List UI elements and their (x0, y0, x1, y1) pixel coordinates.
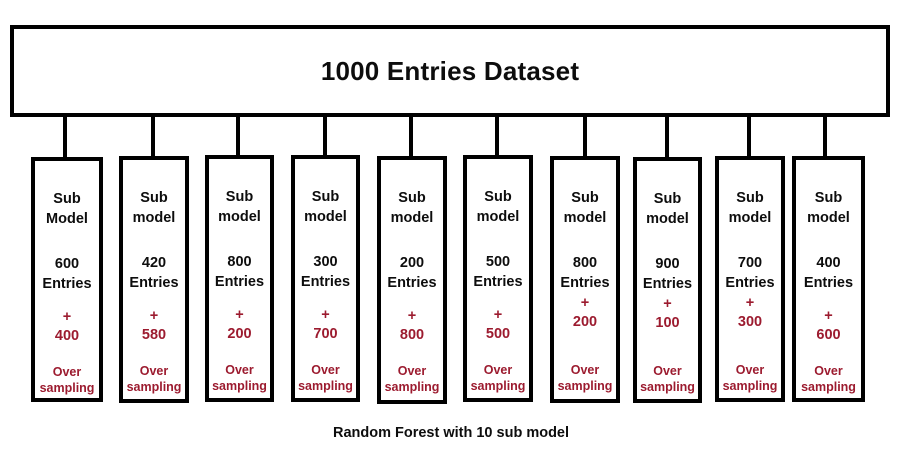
diagram-caption: Random Forest with 10 sub model (332, 425, 570, 441)
connector-line-10 (823, 117, 827, 158)
connector-line-4 (323, 117, 327, 157)
sub-model-entries: 800 Entries (560, 255, 610, 291)
plus-icon: + (62, 309, 72, 326)
oversample-label: Over sampling (801, 363, 856, 394)
plus-icon: + (493, 307, 503, 324)
oversample-count: 400 (54, 327, 80, 344)
sub-model-entries: 700 Entries (725, 255, 775, 291)
connector-line-6 (495, 117, 499, 157)
oversample-label: Over sampling (298, 362, 353, 393)
oversample-count: 800 (399, 326, 425, 343)
sub-model-entries: 800 Entries (214, 254, 265, 290)
oversample-label: Over sampling (722, 362, 778, 393)
sub-model-entries: 900 Entries (642, 256, 693, 292)
sub-model-entries: 420 Entries (129, 255, 179, 291)
connector-line-9 (747, 117, 751, 158)
sub-model-entries: 400 Entries (803, 255, 854, 291)
connector-line-5 (409, 117, 413, 158)
connector-line-7 (583, 117, 587, 158)
plus-icon: + (580, 295, 590, 312)
oversample-count: 600 (816, 326, 841, 343)
sub-model-title: Sub model (563, 190, 607, 226)
sub-model-entries: 200 Entries (387, 255, 437, 291)
connector-line-2 (151, 117, 155, 158)
sub-model-title: Sub model (304, 189, 347, 225)
oversample-count: 500 (485, 325, 511, 342)
plus-icon: + (235, 307, 244, 324)
plus-icon: + (824, 308, 833, 325)
sub-model-title: Sub Model (46, 191, 88, 227)
oversample-label: Over sampling (557, 362, 613, 393)
sub-model-entries: 600 Entries (42, 256, 92, 292)
sub-model-entries: 300 Entries (300, 254, 351, 290)
oversample-label: Over sampling (384, 363, 440, 394)
sub-model-title: Sub model (476, 189, 520, 225)
connector-line-8 (665, 117, 669, 159)
plus-icon: + (663, 296, 672, 313)
oversample-label: Over sampling (212, 362, 267, 393)
sub-model-title: Sub model (218, 189, 261, 225)
oversample-count: 700 (313, 325, 338, 342)
sub-model-title: Sub model (807, 190, 850, 226)
root-dataset-box: 1000 Entries Dataset (10, 25, 890, 117)
oversample-label: Over sampling (470, 362, 526, 393)
oversample-label: Over sampling (126, 363, 182, 394)
plus-icon: + (407, 308, 417, 325)
oversample-count: 580 (141, 326, 167, 343)
oversample-label: Over sampling (39, 364, 95, 395)
plus-icon: + (745, 295, 755, 312)
plus-icon: + (149, 308, 159, 325)
sub-model-title: Sub model (728, 190, 772, 226)
oversample-count: 300 (737, 313, 763, 330)
sub-model-entries: 500 Entries (473, 254, 523, 290)
sub-model-title: Sub model (646, 191, 689, 227)
oversample-label: Over sampling (640, 363, 695, 394)
root-dataset-title: 1000 Entries Dataset (320, 55, 580, 86)
sub-model-title: Sub model (132, 190, 176, 226)
connector-line-1 (63, 117, 67, 159)
sub-model-title: Sub model (390, 190, 434, 226)
plus-icon: + (321, 307, 330, 324)
oversample-count: 200 (227, 325, 252, 342)
connector-line-3 (236, 117, 240, 157)
oversample-count: 100 (655, 314, 680, 331)
oversample-count: 200 (572, 313, 598, 330)
